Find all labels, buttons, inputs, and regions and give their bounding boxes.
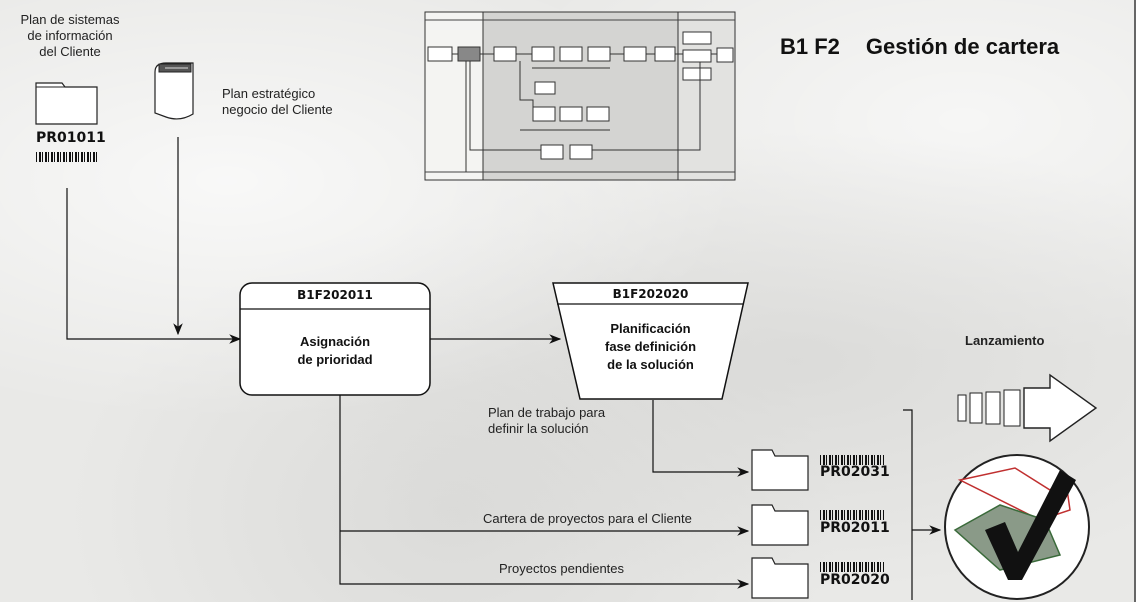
- doc-code-pr02011: PR02011: [820, 520, 890, 536]
- output-label-pendientes: Proyectos pendientes: [499, 561, 624, 577]
- barcode: [820, 510, 884, 520]
- folder-icon: [752, 558, 808, 598]
- barcode: [820, 455, 884, 465]
- input-label-plan-sistemas: Plan de sistemas de información del Clie…: [10, 12, 130, 60]
- barcode: [36, 152, 98, 162]
- doc-code-pr01011: PR01011: [36, 130, 106, 146]
- checkmark-icon: [945, 455, 1089, 599]
- book-icon: [155, 63, 193, 119]
- barcode: [820, 562, 884, 572]
- process-label: Asignación de prioridad: [240, 333, 430, 369]
- process-map-thumbnail: [425, 12, 735, 180]
- doc-code-pr02031: PR02031: [820, 464, 890, 480]
- folder-icon: [752, 450, 808, 490]
- process-code: B1F202011: [240, 288, 430, 302]
- process-label: Planificación fase definición de la solu…: [553, 320, 748, 374]
- doc-code-pr02020: PR02020: [820, 572, 890, 588]
- folder-icon: [36, 83, 97, 124]
- input-label-plan-estrategico: Plan estratégico negocio del Cliente: [222, 86, 333, 118]
- folder-icon: [752, 505, 808, 545]
- next-step-label: Lanzamiento: [965, 333, 1044, 349]
- output-label-cartera: Cartera de proyectos para el Cliente: [483, 511, 692, 527]
- process-code: B1F202020: [553, 287, 748, 301]
- output-label-plan-trabajo: Plan de trabajo para definir la solución: [488, 405, 605, 437]
- arrow-right-icon[interactable]: [958, 375, 1096, 441]
